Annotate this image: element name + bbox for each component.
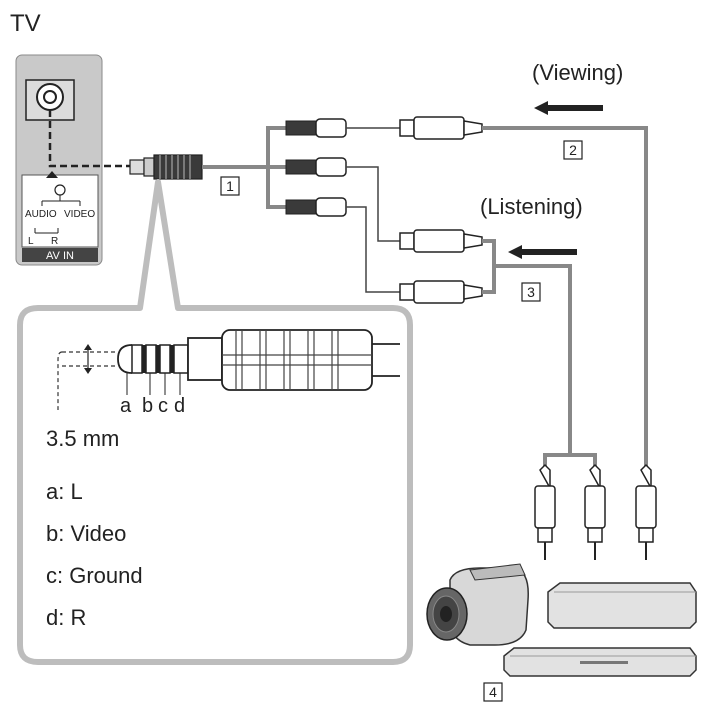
arrow-up-icon [46,171,58,178]
pin-label-a: a [120,395,132,417]
mini-plug [129,154,203,180]
legend-d: d: R [46,605,86,630]
plug-detail-drawing [57,329,400,410]
svg-text:1: 1 [226,178,234,194]
detail-callout-panel [17,179,413,665]
rca-plug-device-3 [635,463,657,560]
plug-size-label: 3.5 mm [46,426,119,451]
legend-c: c: Ground [46,563,143,588]
rca-plug-listening-1 [399,229,483,253]
legend-a: a: L [46,479,83,504]
rca-connector-middle [285,157,347,177]
jack-label-audio: AUDIO [25,209,57,220]
viewing-label: (Viewing) [532,60,623,85]
diagram-title: TV [10,10,41,37]
rca-plug-viewing [399,116,483,140]
dashed-connection-line [48,110,140,168]
tv-panel: AUDIO VIDEO L R AV IN [15,54,103,266]
svg-text:2: 2 [569,142,577,158]
rca-connector-bottom [285,197,347,217]
rca-connector-top [285,118,347,138]
jack-label-l: L [28,236,34,247]
callout-1: 1 [220,176,240,196]
legend-b: b: Video [46,521,126,546]
dvd-recorder-icon [503,647,697,677]
cable-3 [482,239,597,470]
av-in-label: AV IN [46,250,74,262]
bluray-player-icon [547,582,697,629]
rca-plug-device-2 [584,463,606,560]
pin-label-b: b [142,395,153,417]
callout-3: 3 [521,282,541,302]
pin-label-d: d [174,395,185,417]
pin-label-c: c [158,395,168,417]
rca-plug-device-1 [534,463,556,560]
camcorder-icon [426,563,529,646]
arrow-left-icon [508,245,577,259]
jack-label-video: VIDEO [64,209,95,220]
jack-symbol-icon [54,184,66,196]
arrow-left-icon [534,101,603,115]
callout-4: 4 [483,682,503,702]
svg-text:3: 3 [527,284,535,300]
callout-2: 2 [563,140,583,160]
jack-label-r: R [51,236,58,247]
rca-plug-listening-2 [399,280,483,304]
listening-label: (Listening) [480,194,583,219]
svg-text:4: 4 [489,684,497,700]
cable-2 [482,126,648,470]
